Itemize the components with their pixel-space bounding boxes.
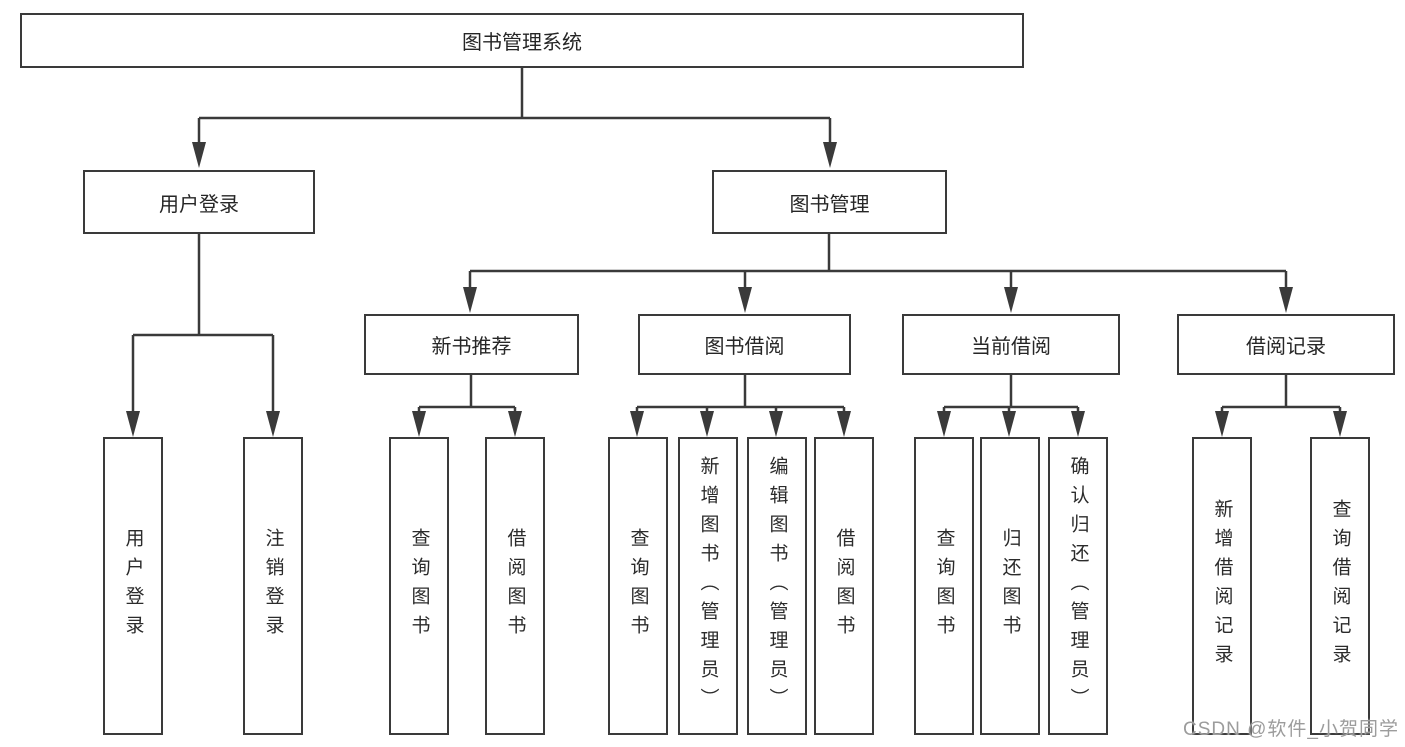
node-borrowing-records: 借阅记录 xyxy=(1177,314,1395,375)
leaf-label: 归还图书 xyxy=(999,528,1021,644)
leaf-label: 查询图书 xyxy=(933,528,955,644)
leaf-logout: 注销登录 xyxy=(243,437,303,735)
leaf-label: 借阅图书 xyxy=(833,528,855,644)
leaf-label: 确认归还（管理员） xyxy=(1067,455,1089,717)
leaf-query-borrow-record: 查询借阅记录 xyxy=(1310,437,1370,735)
leaf-label: 新增借阅记录 xyxy=(1211,499,1233,673)
leaf-label: 编辑图书（管理员） xyxy=(766,455,788,717)
leaf-query-books-recommend: 查询图书 xyxy=(389,437,449,735)
node-book-borrowing: 图书借阅 xyxy=(638,314,851,375)
node-label: 图书管理系统 xyxy=(462,32,582,54)
leaf-confirm-return-admin: 确认归还（管理员） xyxy=(1048,437,1108,735)
leaf-edit-books-admin: 编辑图书（管理员） xyxy=(747,437,807,735)
leaf-add-borrow-record: 新增借阅记录 xyxy=(1192,437,1252,735)
leaf-query-books-borrowing: 查询图书 xyxy=(608,437,668,735)
node-label: 当前借阅 xyxy=(971,336,1051,358)
leaf-add-books-admin: 新增图书（管理员） xyxy=(678,437,738,735)
node-book-management: 图书管理 xyxy=(712,170,947,234)
leaf-label: 查询借阅记录 xyxy=(1329,499,1351,673)
leaf-label: 用户登录 xyxy=(122,528,144,644)
leaf-borrow-books-recommend: 借阅图书 xyxy=(485,437,545,735)
leaf-return-books: 归还图书 xyxy=(980,437,1040,735)
node-current-borrowing: 当前借阅 xyxy=(902,314,1120,375)
leaf-query-books-current: 查询图书 xyxy=(914,437,974,735)
node-label: 用户登录 xyxy=(159,193,239,216)
leaf-label: 查询图书 xyxy=(627,528,649,644)
node-label: 图书借阅 xyxy=(704,336,785,358)
leaf-borrow-books: 借阅图书 xyxy=(814,437,874,735)
node-label: 借阅记录 xyxy=(1246,336,1326,358)
node-library-management-system: 图书管理系统 xyxy=(20,13,1024,68)
leaf-label: 查询图书 xyxy=(408,528,430,644)
node-label: 新书推荐 xyxy=(431,336,512,358)
leaf-label: 注销登录 xyxy=(262,528,284,644)
csdn-watermark: CSDN @软件_小贺同学 xyxy=(1183,719,1399,740)
node-label: 图书管理 xyxy=(789,193,870,216)
leaf-user-login: 用户登录 xyxy=(103,437,163,735)
node-new-book-recommendation: 新书推荐 xyxy=(364,314,579,375)
leaf-label: 借阅图书 xyxy=(504,528,526,644)
leaf-label: 新增图书（管理员） xyxy=(697,455,719,717)
node-user-login: 用户登录 xyxy=(83,170,315,234)
